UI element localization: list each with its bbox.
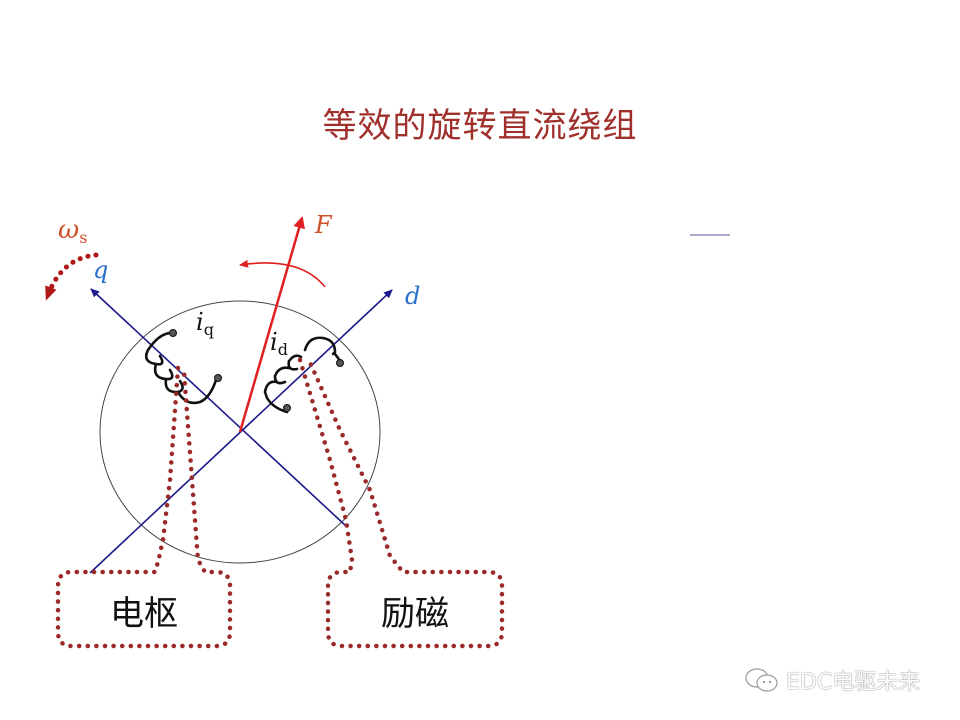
q-axis-line (90, 288, 347, 527)
omega-rotation-arrow (45, 252, 99, 301)
force-label: F (314, 211, 333, 239)
armature-callout (55, 365, 233, 649)
q-axis-label: q (93, 256, 108, 284)
page-title: 等效的旋转直流绕组 (322, 106, 638, 146)
wechat-icon (745, 668, 778, 692)
watermark: EDC电驱未来 (744, 664, 920, 696)
q-coil (144, 331, 218, 405)
omega-label: ωs (58, 215, 87, 247)
force-vector (238, 216, 305, 433)
d-axis-label: d (405, 282, 420, 310)
d-coil (263, 336, 343, 414)
excitation-box-label: 励磁 (381, 594, 449, 634)
id-label: id (270, 328, 288, 359)
force-rotation-arrow (239, 259, 326, 288)
armature-box-label: 电枢 (110, 594, 178, 634)
iq-label: iq (196, 308, 214, 339)
rotor-circle (99, 300, 381, 564)
watermark-text: EDC电驱未来 (786, 670, 921, 695)
